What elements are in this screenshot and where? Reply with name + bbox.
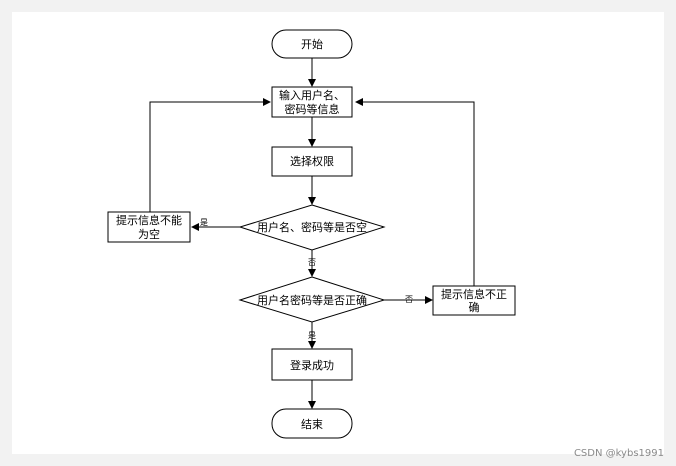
node-wrong-tip: 提示信息不正 确 [432, 285, 516, 316]
edge-label-correct-no: 否 [405, 295, 413, 304]
node-wrong-tip-label-line1: 提示信息不正 [441, 287, 507, 301]
node-input-label-line1: 输入用户名、 [279, 88, 345, 102]
node-select-role-label: 选择权限 [290, 154, 334, 168]
node-input-label-line2: 密码等信息 [285, 102, 340, 116]
edge-wrong-tip-back-to-input [355, 98, 475, 286]
edge-label-correct-yes: 是 [308, 331, 316, 340]
terminator-shape [271, 408, 353, 439]
edge-empty-tip-back-to-input [149, 98, 271, 212]
process-shape [432, 285, 516, 316]
node-empty-tip: 提示信息不能 为空 [107, 211, 191, 243]
terminator-shape [271, 29, 353, 59]
node-empty-tip-label-line2: 为空 [138, 227, 160, 241]
node-end-label: 结束 [301, 418, 323, 431]
node-end: 结束 [271, 408, 353, 439]
edge-label-empty-no: 否 [308, 258, 316, 267]
process-shape [271, 86, 353, 118]
node-empty-check-label: 用户名、密码等是否空 [257, 220, 367, 234]
node-correct-check-label: 用户名密码等是否正确 [257, 293, 367, 307]
process-shape [271, 348, 353, 381]
node-correct-check: 用户名密码等是否正确 [238, 276, 386, 323]
node-start: 开始 [271, 29, 353, 59]
node-start-label: 开始 [301, 37, 323, 51]
node-login-ok: 登录成功 [271, 348, 353, 381]
process-shape [271, 146, 353, 177]
decision-shape [238, 276, 386, 323]
process-shape [107, 211, 191, 243]
node-input: 输入用户名、 密码等信息 [271, 86, 353, 118]
edge-label-empty-yes: 是 [200, 218, 208, 227]
node-wrong-tip-label-line2: 确 [469, 301, 480, 314]
csdn-watermark: CSDN @kybs1991 [574, 448, 664, 459]
node-empty-tip-label-line1: 提示信息不能 [116, 213, 182, 227]
node-select-role: 选择权限 [271, 146, 353, 177]
node-login-ok-label: 登录成功 [290, 358, 334, 372]
edges [149, 58, 475, 409]
decision-shape [238, 204, 386, 251]
node-empty-check: 用户名、密码等是否空 [238, 204, 386, 251]
